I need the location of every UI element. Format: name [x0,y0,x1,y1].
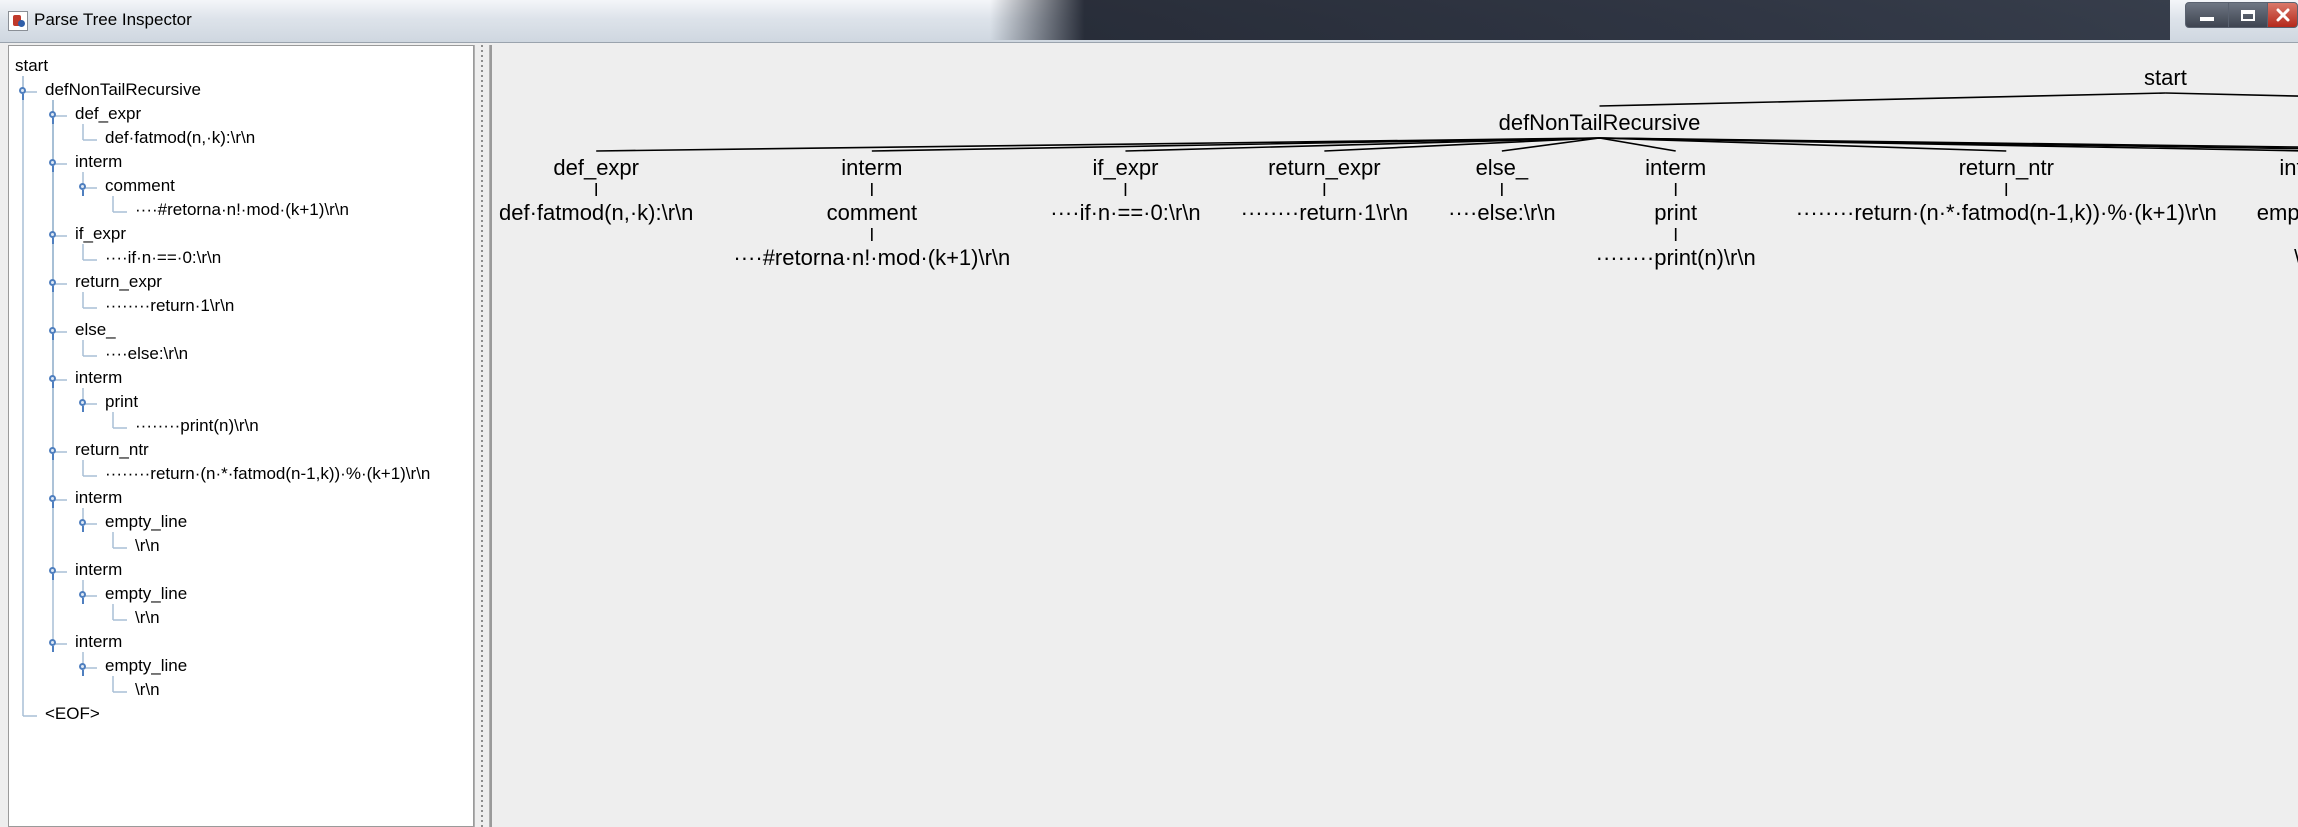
tree-node-label[interactable]: interm [75,152,123,171]
graph-edge [871,137,1600,152]
tree-expand-handle-icon[interactable] [48,375,58,388]
close-icon [2276,8,2289,22]
tree-expand-handle-icon[interactable] [78,591,88,604]
split-pane-divider[interactable] [474,45,490,827]
minimize-icon [2200,17,2214,21]
graph-node-label[interactable]: ········return·(n·*·fatmod(n-1,k))·%·(k+… [1796,200,2217,225]
tree-node-label[interactable]: \r\n [135,536,160,555]
window-title: Parse Tree Inspector [34,10,192,29]
tree-node-label[interactable]: ····if·n·==·0:\r\n [105,248,222,267]
tree-node-label[interactable]: def_expr [75,104,142,123]
tree-node-label[interactable]: comment [105,176,175,195]
tree-node-label[interactable]: ········print(n)\r\n [135,416,259,435]
graph-node-label[interactable]: start [2144,65,2187,90]
tree-node-label[interactable]: \r\n [135,608,160,627]
tree-expand-handle-icon[interactable] [78,183,88,196]
graph-node-label[interactable]: ········return·1\r\n [1241,200,1408,225]
graph-edge [596,137,1600,152]
title-bar[interactable]: Parse Tree Inspector [0,0,2298,43]
graph-node-label[interactable]: ········print(n)\r\n [1596,245,1756,270]
tree-node-label[interactable]: if_expr [75,224,127,243]
tree-expand-handle-icon[interactable] [48,327,58,340]
tree-node-label[interactable]: ········return·1\r\n [105,296,235,315]
graph-edge [1324,137,1600,152]
graph-edge [1599,92,2166,107]
tree-expand-handle-icon[interactable] [48,111,58,124]
graph-node-label[interactable]: interm [841,155,902,180]
tree-node-label[interactable]: \r\n [135,680,160,699]
tree-node-label[interactable]: ····else:\r\n [105,344,189,363]
tree-node-label[interactable]: defNonTailRecursive [45,80,201,99]
tree-expand-handle-icon[interactable] [48,447,58,460]
graph-edge [1125,137,1600,152]
tree-list-panel[interactable]: start defNonTailRecursive def_expr def·fatm… [8,45,474,827]
tree-node-label[interactable]: empty_line [105,512,188,531]
divider-grip [481,45,483,827]
tree-expand-handle-icon[interactable] [48,495,58,508]
tree-expand-handle-icon[interactable] [78,519,88,532]
minimize-button[interactable] [2185,2,2229,28]
tree-expand-handle-icon[interactable] [18,87,28,100]
graph-node-label[interactable]: return_expr [1268,155,1381,180]
tree-node-label[interactable]: else_ [75,320,116,339]
graph-node-label[interactable]: def_expr [553,155,639,180]
tree-expand-handle-icon[interactable] [48,279,58,292]
graph-node-label[interactable]: \r\n [2294,245,2298,270]
tree-node-label[interactable]: empty_line [105,584,188,603]
graph-node-label[interactable]: return_ntr [1959,155,2054,180]
graph-node-label[interactable]: interm [2279,155,2298,180]
graph-edge [1599,137,2298,148]
graph-node-label[interactable]: defNonTailRecursive [1499,110,1701,135]
tree-node-label[interactable]: <EOF> [45,704,100,723]
tree-node-label[interactable]: return_expr [75,272,162,291]
tree-node-label[interactable]: interm [75,368,123,387]
graph-node-label[interactable]: ····else:\r\n [1448,200,1556,225]
graph-node-label[interactable]: comment [827,200,917,225]
graph-node-label[interactable]: def·fatmod(n,·k):\r\n [499,200,693,225]
graph-edge [1599,137,2007,152]
graph-node-label[interactable]: ····if·n·==·0:\r\n [1050,200,1200,225]
close-button[interactable] [2267,2,2298,28]
title-bar-background [990,0,2170,40]
graph-node-label[interactable]: empty_line [2257,200,2298,225]
tree-node-label[interactable]: empty_line [105,656,188,675]
graph-node-label[interactable]: ····#retorna·n!·mod·(k+1)\r\n [733,245,1010,270]
tree-expand-handle-icon[interactable] [48,231,58,244]
tree-node-label[interactable]: return_ntr [75,440,149,459]
tree-expand-handle-icon[interactable] [48,639,58,652]
tree-node-label[interactable]: print [105,392,139,411]
tree-node-label[interactable]: interm [75,560,123,579]
graph-edge [1599,137,1676,152]
graph-node-label[interactable]: else_ [1476,155,1529,180]
java-app-icon[interactable] [8,11,28,31]
tree-node-label[interactable]: def·fatmod(n,·k):\r\n [105,128,256,147]
maximize-button[interactable] [2228,2,2268,28]
tree-expand-handle-icon[interactable] [78,399,88,412]
tree-node-label[interactable]: interm [75,488,123,507]
tree-node-label[interactable]: interm [75,632,123,651]
tree-expand-handle-icon[interactable] [48,159,58,172]
tree-node-label[interactable]: start [15,56,49,75]
tree-node-label[interactable]: ····#retorna·n!·mod·(k+1)\r\n [135,200,349,219]
graph-edge [1501,137,1600,152]
graph-node-label[interactable]: print [1654,200,1697,225]
tree-node-label[interactable]: ········return·(n·*·fatmod(n-1,k))·%·(k+… [105,464,431,483]
graph-edge [2165,92,2298,97]
graph-node-label[interactable]: if_expr [1092,155,1158,180]
parse-tree-graph: def·fatmod(n,·k):\r\n def_expr ····#retorn… [499,65,2298,270]
parse-tree-graph-panel[interactable]: def·fatmod(n,·k):\r\n def_expr ····#retorn… [490,45,2298,827]
maximize-icon [2241,9,2255,21]
graph-node-label[interactable]: interm [1645,155,1706,180]
tree-expand-handle-icon[interactable] [78,663,88,676]
tree-expand-handle-icon[interactable] [48,567,58,580]
